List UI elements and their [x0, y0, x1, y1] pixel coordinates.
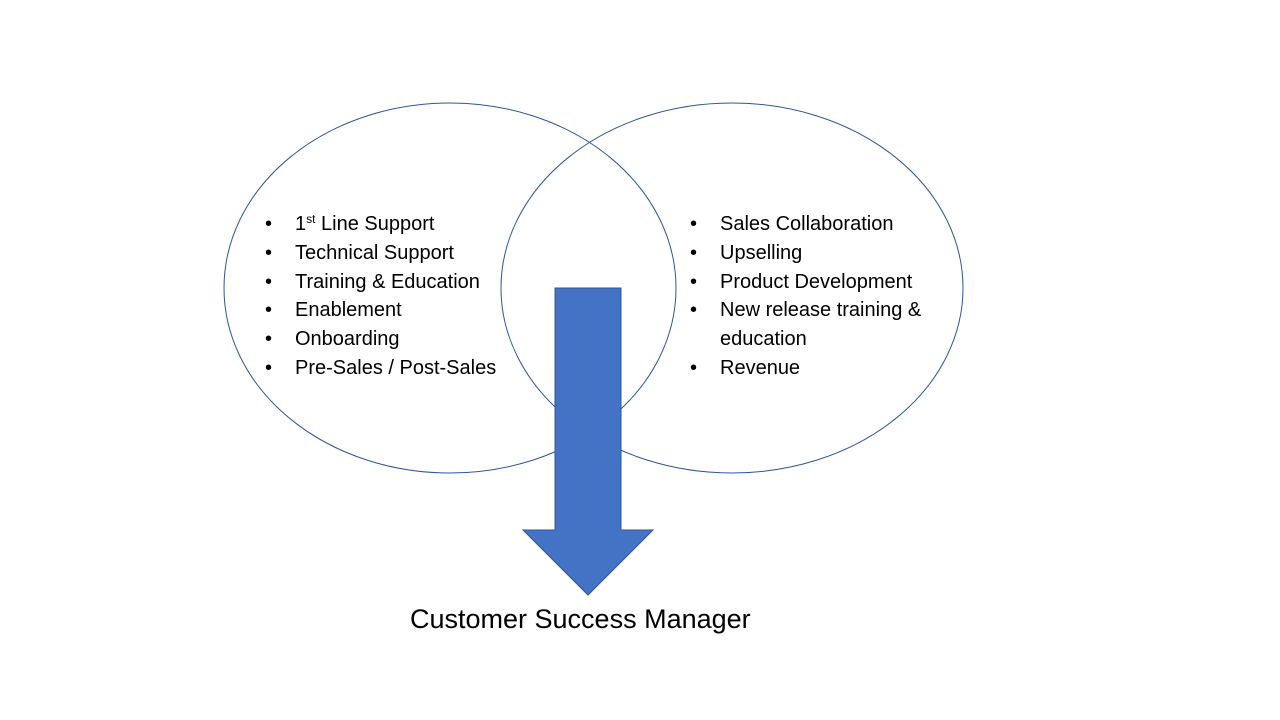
list-item: Enablement	[265, 296, 496, 325]
list-item: 1st Line Support	[265, 210, 496, 239]
list-item: New release training & education	[690, 296, 952, 354]
list-item: Sales Collaboration	[690, 210, 952, 239]
right-circle	[500, 102, 964, 474]
right-circle-list: Sales Collaboration Upselling Product De…	[690, 210, 952, 383]
list-item: Onboarding	[265, 325, 496, 354]
list-item: Product Development	[690, 268, 952, 297]
list-item: Technical Support	[265, 239, 496, 268]
down-arrow	[521, 287, 655, 596]
caption-customer-success-manager: Customer Success Manager	[410, 604, 751, 634]
list-item: Revenue	[690, 354, 952, 383]
list-item: Pre-Sales / Post-Sales	[265, 354, 496, 383]
left-circle	[223, 102, 677, 474]
left-circle-list: 1st Line Support Technical Support Train…	[265, 210, 496, 383]
list-item: Upselling	[690, 239, 952, 268]
list-item: Training & Education	[265, 268, 496, 297]
